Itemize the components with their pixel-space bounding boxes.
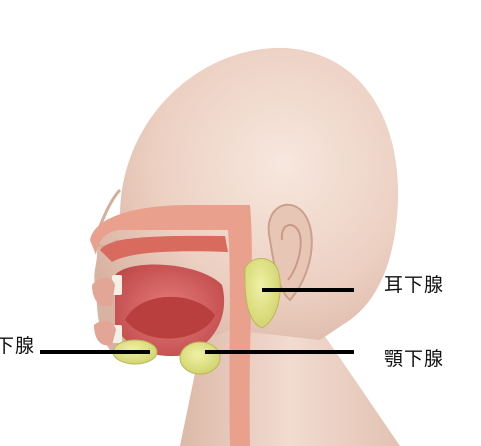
- parotid-gland-label: 耳下腺: [384, 276, 444, 295]
- submandibular-gland: [180, 342, 220, 374]
- sublingual-gland-label: 下腺: [0, 337, 35, 356]
- submandibular-gland-label: 顎下腺: [384, 350, 444, 369]
